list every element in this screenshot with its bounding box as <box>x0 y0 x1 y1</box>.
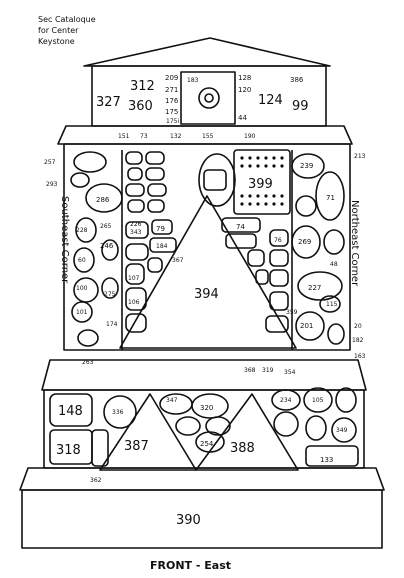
label-176: 176 <box>165 97 179 105</box>
label-124: 124 <box>258 93 283 108</box>
label-318: 318 <box>56 443 81 458</box>
label-79: 79 <box>156 225 165 233</box>
side-label-left: Southeast Corner <box>59 196 70 284</box>
label-254: 254 <box>200 440 214 448</box>
label-105: 105 <box>312 397 324 404</box>
label-343: 343 <box>130 229 142 236</box>
main-body <box>63 143 351 351</box>
center-triangle <box>119 195 297 349</box>
label-201: 201 <box>300 322 313 330</box>
label-73: 73 <box>140 133 148 140</box>
label-263: 263 <box>82 359 94 366</box>
label-76: 76 <box>274 237 282 244</box>
label-175: 175 <box>165 108 178 116</box>
label-228: 228 <box>76 227 88 234</box>
label-239: 239 <box>300 162 313 170</box>
lower-mantel <box>41 359 367 391</box>
top-block <box>91 65 327 127</box>
label-286: 286 <box>96 196 110 204</box>
label-183: 183 <box>187 77 199 84</box>
base-top <box>19 467 385 491</box>
label-368: 368 <box>244 367 256 374</box>
label-234: 234 <box>280 397 292 404</box>
label-100: 100 <box>76 285 88 292</box>
label-48: 48 <box>330 261 338 268</box>
label-394: 394 <box>194 287 219 302</box>
label-362: 362 <box>90 477 102 484</box>
label-175i: 175i <box>166 118 179 125</box>
label-44: 44 <box>238 114 247 122</box>
label-213: 213 <box>354 153 366 160</box>
label-257: 257 <box>44 159 56 166</box>
label-388: 388 <box>230 441 255 456</box>
label-327: 327 <box>96 95 121 110</box>
label-163: 163 <box>354 353 366 360</box>
label-99: 99 <box>292 99 309 114</box>
label-132: 132 <box>170 133 182 140</box>
lower-triangle-right <box>195 393 299 471</box>
label-182: 182 <box>352 337 364 344</box>
label-71: 71 <box>326 194 335 202</box>
label-120: 120 <box>238 86 251 94</box>
lower-triangle-left <box>99 393 197 471</box>
label-399: 399 <box>248 177 273 192</box>
label-60: 60 <box>78 257 86 264</box>
label-387: 387 <box>124 439 149 454</box>
label-320: 320 <box>200 404 213 412</box>
roof-peak <box>83 37 331 67</box>
keystone-ring-inner <box>204 93 214 103</box>
label-354: 354 <box>284 369 296 376</box>
label-336: 336 <box>112 409 124 416</box>
note-line-1: Sec Cataloque <box>38 15 96 24</box>
label-293: 293 <box>46 181 58 188</box>
label-349: 349 <box>336 427 348 434</box>
base-block <box>21 489 383 549</box>
label-106: 106 <box>128 299 140 306</box>
label-246: 246 <box>100 242 114 250</box>
keystone-panel <box>180 71 236 125</box>
label-101: 101 <box>76 309 88 316</box>
label-265: 265 <box>100 223 112 230</box>
label-347: 347 <box>166 397 178 404</box>
label-155: 155 <box>202 133 214 140</box>
label-107: 107 <box>128 275 140 282</box>
label-115: 115 <box>326 301 338 308</box>
caption: FRONT - East <box>150 559 231 572</box>
label-174: 174 <box>106 321 118 328</box>
label-20: 20 <box>354 323 362 330</box>
label-133: 133 <box>320 456 333 464</box>
label-209: 209 <box>165 74 178 82</box>
label-367: 367 <box>172 257 184 264</box>
label-190: 190 <box>244 133 256 140</box>
label-151: 151 <box>118 133 130 140</box>
label-148: 148 <box>58 404 83 419</box>
label-226: 226 <box>130 221 142 228</box>
upper-mantel <box>57 125 353 145</box>
label-227: 227 <box>308 284 321 292</box>
note-line-2: for Center <box>38 26 79 35</box>
label-312: 312 <box>130 79 155 94</box>
label-386: 386 <box>290 76 304 84</box>
label-128: 128 <box>238 74 251 82</box>
label-275: 275 <box>104 291 116 298</box>
label-269: 269 <box>298 238 311 246</box>
label-74: 74 <box>236 223 245 231</box>
keystone-ring-outer <box>198 87 220 109</box>
label-360: 360 <box>128 99 153 114</box>
label-319: 319 <box>262 367 274 374</box>
label-271: 271 <box>165 86 178 94</box>
label-390: 390 <box>176 513 201 528</box>
label-359: 359 <box>286 309 298 316</box>
label-184: 184 <box>156 243 168 250</box>
side-label-right: Northeast Corner <box>349 200 360 287</box>
note-line-3: Keystone <box>38 37 75 46</box>
